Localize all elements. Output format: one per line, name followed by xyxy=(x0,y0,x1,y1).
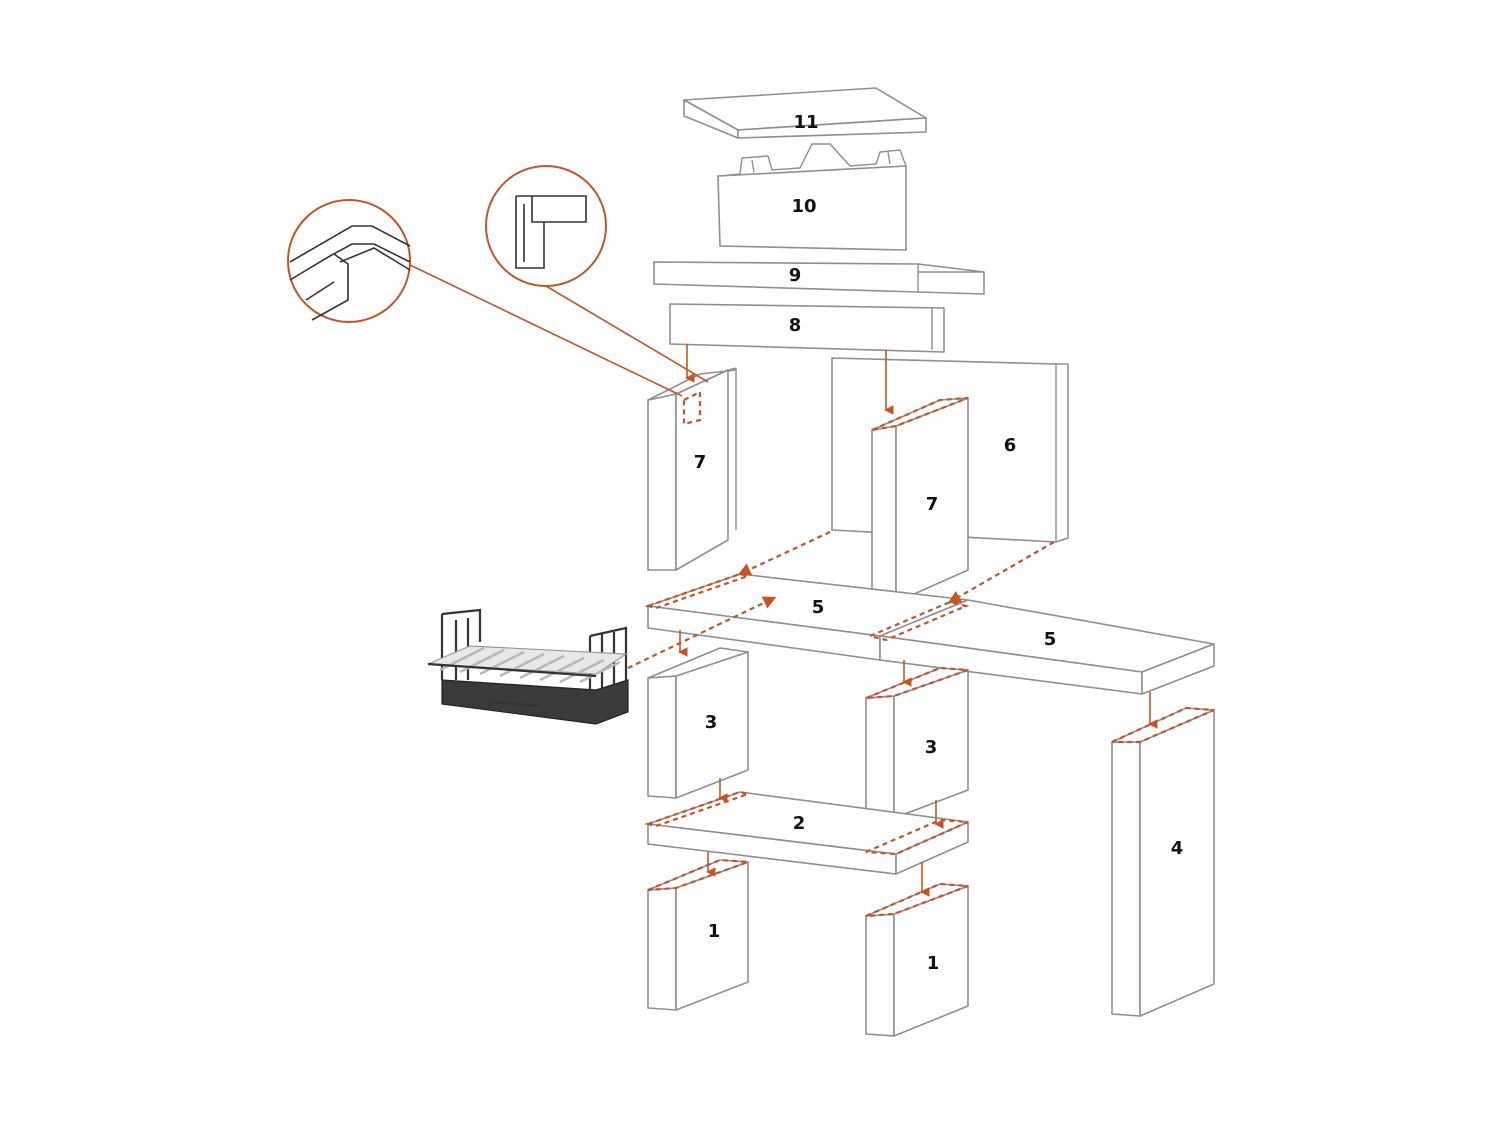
part-11-top-slab: 11 xyxy=(683,87,927,139)
part-2-label: 2 xyxy=(793,813,806,834)
part-4-label: 4 xyxy=(1171,838,1184,859)
part-6-label: 6 xyxy=(1004,435,1017,456)
part-1-right-label: 1 xyxy=(927,953,940,974)
assembly-arrows xyxy=(678,344,1158,897)
part-1-right-block: 1 xyxy=(865,882,969,1037)
part-8-label: 8 xyxy=(789,315,802,336)
detail-leaders xyxy=(407,263,709,397)
part-9-label: 9 xyxy=(789,265,802,286)
part-8-lintel: 8 xyxy=(669,303,945,353)
part-7-left-column: 7 xyxy=(647,367,737,571)
part-9-slab: 9 xyxy=(653,261,985,295)
guide-lines xyxy=(627,531,1055,669)
part-1-left-label: 1 xyxy=(708,921,721,942)
part-5-right-label: 5 xyxy=(1044,629,1057,650)
part-3-right-block: 3 xyxy=(865,666,969,819)
corner-detail-icon xyxy=(485,165,607,287)
part-7-left-label: 7 xyxy=(694,452,707,473)
part-5-left-label: 5 xyxy=(812,597,825,618)
part-2-slab: 2 xyxy=(644,790,969,875)
part-4-leg: 4 xyxy=(1111,706,1215,1017)
part-5-right-slab: 5 xyxy=(866,599,1215,695)
joint-detail-icon xyxy=(287,199,411,323)
part-10-label: 10 xyxy=(791,196,816,217)
part-10-hood: 10 xyxy=(717,143,907,251)
part-1-left-block: 1 xyxy=(647,858,749,1011)
part-3-left-block: 3 xyxy=(647,647,749,799)
part-3-left-label: 3 xyxy=(705,712,718,733)
grill-icon xyxy=(427,608,629,725)
part-11-label: 11 xyxy=(793,112,818,133)
part-3-right-label: 3 xyxy=(925,737,938,758)
part-7-right-label: 7 xyxy=(926,494,939,515)
part-7-right-column: 7 xyxy=(871,396,969,603)
